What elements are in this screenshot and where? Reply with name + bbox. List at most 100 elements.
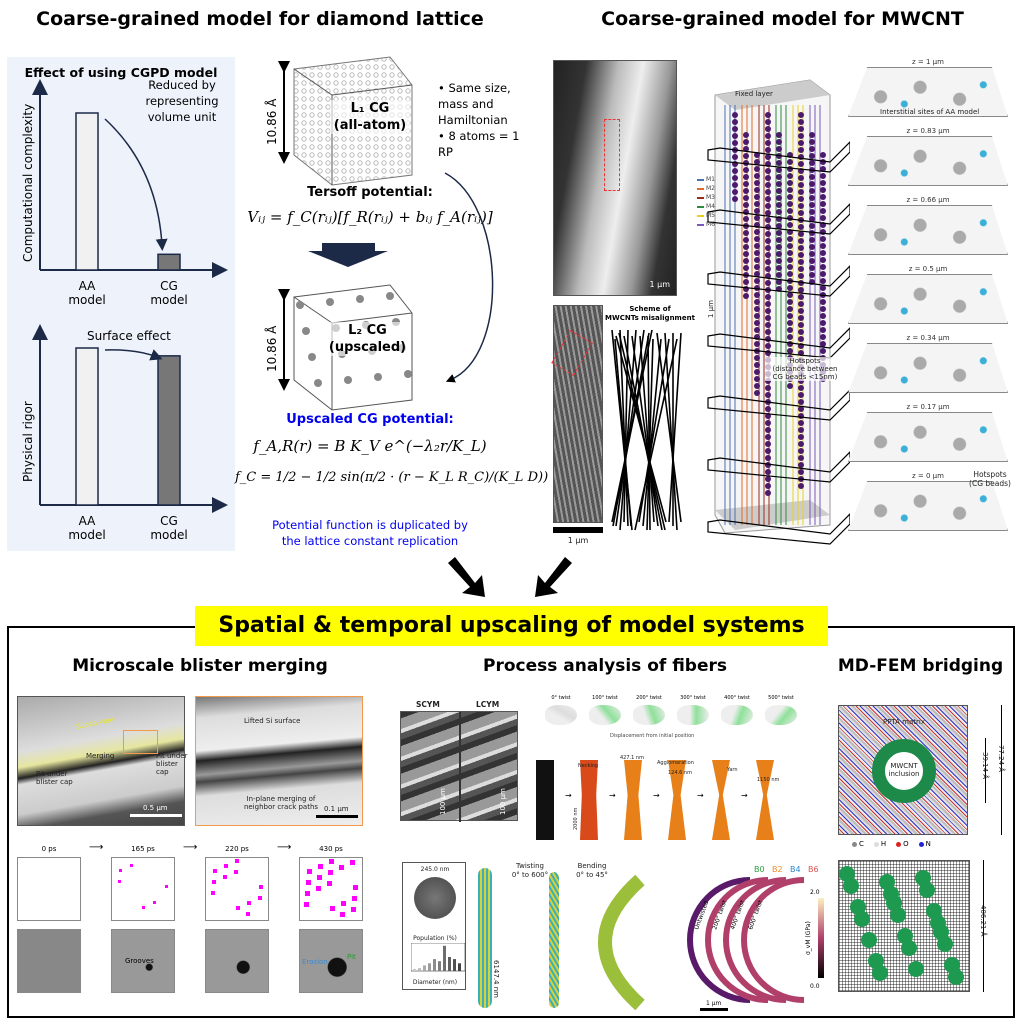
cg-bead (765, 224, 771, 230)
cnt-line (656, 332, 682, 523)
inclusion-label: MWCNT (890, 762, 918, 770)
bar-aa-complexity (75, 112, 99, 271)
cg-bead (776, 265, 782, 271)
cg-bead (776, 181, 782, 187)
slice-label: z = 0.34 μm (906, 334, 950, 342)
fem-inclusion (901, 940, 917, 956)
cnt-line (646, 338, 654, 531)
cube1-label: L₁ CG(all-atom) (330, 100, 410, 134)
pit-label: Pit under blister cap (156, 752, 188, 776)
matrix-label: PPTA matrix (882, 718, 925, 726)
fem-inclusion (937, 936, 953, 952)
twist-label: 300° twist (680, 695, 706, 701)
twist-label: 0° twist (551, 695, 571, 701)
cg-bead (765, 308, 771, 314)
cg-bead (743, 181, 749, 187)
cg-bead (798, 483, 804, 489)
cg-bead (732, 112, 738, 118)
cg-bead (798, 182, 804, 188)
slice-label: z = 0.66 μm (906, 196, 950, 204)
ylabel-complexity: Computational complexity (21, 103, 35, 262)
population-label: Population (%) (413, 935, 457, 942)
cg-bead (798, 469, 804, 475)
cg-bead (787, 201, 793, 207)
slice-plane (707, 203, 850, 235)
twist-step: 500° twist (760, 695, 802, 729)
cg-bead (754, 271, 760, 277)
arrow-icon: ⟶ (277, 842, 292, 853)
cg-bead (754, 313, 760, 319)
fiber-stage (668, 760, 686, 840)
slice-label: z = 0.5 μm (908, 265, 948, 273)
annotation-label: Erosion (302, 958, 328, 966)
histogram-bar (428, 963, 431, 971)
cg-bead (787, 159, 793, 165)
cg-bead (732, 168, 738, 174)
cg-bead (743, 160, 749, 166)
cg-bead (765, 392, 771, 398)
slice-view: z = 1 μm (848, 58, 1008, 124)
cg-bead (798, 231, 804, 237)
cg-hotspots-label: Hotspots(CG beads) (969, 470, 1011, 488)
cg-bead (765, 455, 771, 461)
cg-bead (798, 140, 804, 146)
legend-item: M1 (697, 175, 715, 184)
cg-bead (776, 146, 782, 152)
twisting-label: Twisting (515, 862, 544, 870)
cg-bead (809, 160, 815, 166)
cnt-line (614, 338, 632, 527)
cg-bead (798, 294, 804, 300)
cg-bead (765, 462, 771, 468)
bar-cg-complexity (157, 253, 181, 271)
slice-view: z = 0 μm (848, 472, 1008, 538)
cg-bead (820, 264, 826, 270)
cg-bead (798, 280, 804, 286)
colorbar-tick: 2.0 (810, 889, 820, 896)
slice-label: z = 1 μm (912, 58, 944, 66)
fiber-model (478, 868, 492, 1008)
cg-bead (820, 299, 826, 305)
cg-bead (809, 188, 815, 194)
slice-view: z = 0.34 μm (848, 334, 1008, 400)
cg-bead (765, 126, 771, 132)
cg-bead (765, 469, 771, 475)
cg-bead (820, 208, 826, 214)
cg-bead (809, 174, 815, 180)
legend-item: M6 (697, 220, 715, 229)
bending-label: Bending (577, 862, 607, 870)
arrow-icon: ⟶ (183, 842, 198, 853)
cg-bead (798, 399, 804, 405)
cg-bead (754, 173, 760, 179)
time-label: 220 ps (225, 845, 249, 853)
cg-bead (743, 216, 749, 222)
cg-bead (765, 350, 771, 356)
atom (302, 327, 310, 335)
inplane-label: In-plane merging of (246, 795, 316, 803)
cg-bead (732, 133, 738, 139)
cg-bead (820, 152, 826, 158)
cg-bead (798, 119, 804, 125)
cg-bead (754, 236, 760, 242)
scale-label: 1 μm (567, 536, 589, 545)
cg-bead (809, 139, 815, 145)
cg-bead (820, 215, 826, 221)
cg-bead (754, 306, 760, 312)
curved-arrow (444, 172, 494, 383)
scale-label: 100 μm (499, 788, 507, 815)
fibers-title: Process analysis of fibers (482, 656, 728, 676)
cg-bead (809, 223, 815, 229)
cg-bead (754, 292, 760, 298)
cg-bead (743, 279, 749, 285)
cg-bead (809, 146, 815, 152)
cg-bead (765, 147, 771, 153)
stress-band (741, 877, 805, 1003)
cg-bead (754, 320, 760, 326)
cg-bead (765, 301, 771, 307)
surface-image (205, 929, 269, 993)
scale-label: 0.5 μm (143, 804, 168, 812)
histogram-bar (433, 959, 436, 971)
cg-bead (820, 243, 826, 249)
slice-plane (707, 451, 850, 483)
